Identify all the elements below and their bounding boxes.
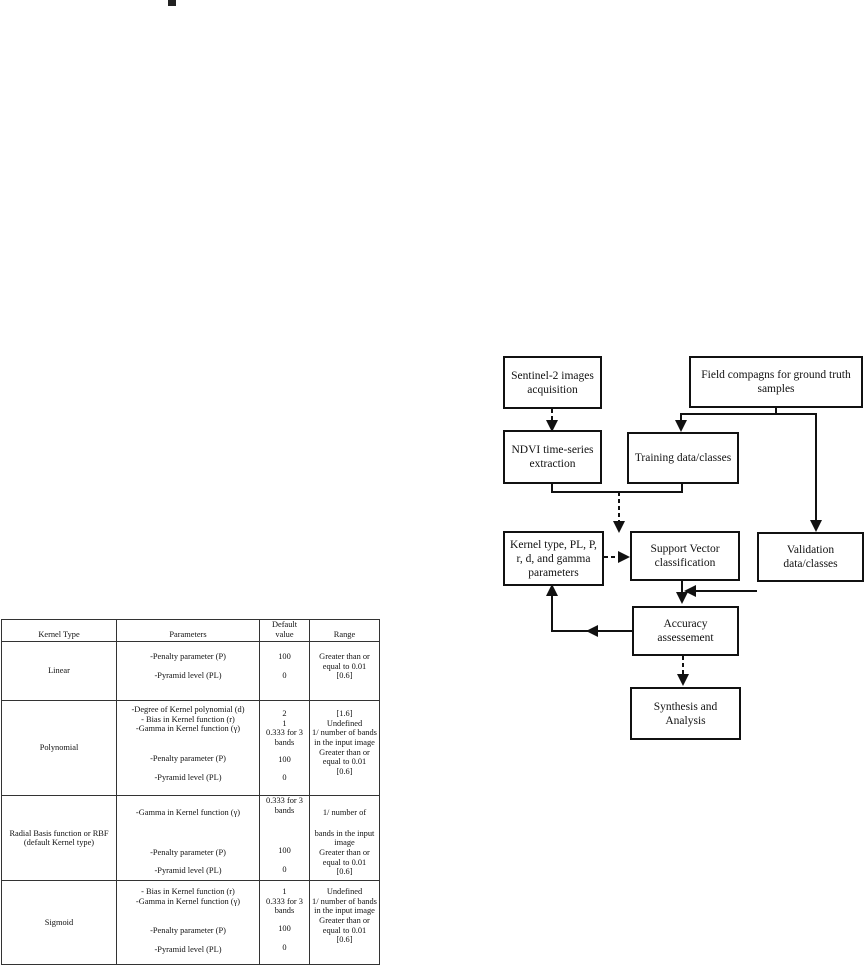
range-cell: Greater than or equal to 0.01 xyxy=(319,847,370,867)
param-cell: -Pyramid level (PL) xyxy=(154,670,222,680)
param-cell: -Penalty parameter (P) xyxy=(150,926,226,936)
range-cell: [0.6] xyxy=(336,935,353,945)
box-kernel-parameters: Kernel type, PL, P, r, d, and gamma para… xyxy=(503,531,604,586)
table-row: Sigmoid - Bias in Kernel function (r) -G… xyxy=(1,880,380,965)
box-validation-data: Validation data/classes xyxy=(757,532,864,582)
box-synthesis-analysis: Synthesis and Analysis xyxy=(630,687,741,740)
default-cell: 2 1 0.333 for 3 bands xyxy=(266,709,303,747)
param-cell: -Penalty parameter (P) xyxy=(150,847,226,857)
range-cell: Greater than or equal to 0.01 xyxy=(319,915,370,935)
param-cell: -Pyramid level (PL) xyxy=(154,944,222,954)
header-range: Range xyxy=(309,618,380,643)
default-cell: 100 xyxy=(278,754,291,764)
merge-line xyxy=(551,484,683,493)
range-cell: [0.6] xyxy=(336,671,353,681)
default-cell: 1 0.333 for 3 bands xyxy=(266,887,303,916)
box-accuracy-assessment: Accuracy assessement xyxy=(632,606,739,656)
range-cell: Undefined 1/ number of bands in the inpu… xyxy=(312,887,377,916)
arrow-field-training xyxy=(675,407,777,432)
box-training-data: Training data/classes xyxy=(627,432,739,484)
default-cell: 0 xyxy=(282,864,287,874)
page-corner-mark xyxy=(168,0,176,6)
default-cell: 0 xyxy=(282,670,287,680)
box-field-campaigns: Field compagns for ground truth samples xyxy=(689,356,863,408)
kernel-parameters-table: Kernel Type Parameters Default value Ran… xyxy=(1,618,380,965)
box-ndvi-extraction: NDVI time-series extraction xyxy=(503,430,602,484)
table-row: Linear -Penalty parameter (P) -Pyramid l… xyxy=(1,641,380,702)
range-cell: [0.6] xyxy=(336,867,353,877)
kernel-rbf: Radial Basis function or RBF (default Ke… xyxy=(1,795,117,882)
arrow-accuracy-kernel xyxy=(546,584,632,632)
header-kernel-type: Kernel Type xyxy=(1,618,117,643)
header-parameters: Parameters xyxy=(116,618,260,643)
range-cell: Greater than or equal to 0.01 xyxy=(319,747,370,767)
range-cell: 1/ number of xyxy=(322,808,367,818)
range-cell: [0.6] xyxy=(336,766,353,776)
header-default-value: Default value xyxy=(259,618,310,643)
param-cell: -Gamma in Kernel function (γ) xyxy=(135,808,241,818)
param-cell: -Penalty parameter (P) xyxy=(150,652,226,662)
range-cell: Greater than or equal to 0.01 xyxy=(319,652,370,671)
box-sentinel-acquisition: Sentinel-2 images acquisition xyxy=(503,356,602,409)
param-cell: -Penalty parameter (P) xyxy=(150,753,226,763)
kernel-linear: Linear xyxy=(1,641,117,702)
param-cell: -Degree of Kernel polynomial (d) - Bias … xyxy=(131,705,245,734)
default-cell: 0.333 for 3 bands xyxy=(266,796,303,815)
default-cell: 0 xyxy=(282,942,287,952)
default-cell: 100 xyxy=(278,652,291,662)
param-cell: - Bias in Kernel function (r) -Gamma in … xyxy=(135,887,241,906)
default-cell: 100 xyxy=(278,846,291,856)
table-header-row: Kernel Type Parameters Default value Ran… xyxy=(1,618,380,643)
box-svm-classification: Support Vector classification xyxy=(630,531,740,581)
range-cell: [1.6] Undefined 1/ number of bands in th… xyxy=(312,709,377,747)
table-row: Polynomial -Degree of Kernel polynomial … xyxy=(1,700,380,797)
default-cell: 100 xyxy=(278,923,291,933)
param-cell: -Pyramid level (PL) xyxy=(154,772,222,782)
kernel-polynomial: Polynomial xyxy=(1,700,117,797)
range-cell: bands in the input image xyxy=(314,828,375,848)
table-row: Radial Basis function or RBF (default Ke… xyxy=(1,795,380,882)
kernel-sigmoid: Sigmoid xyxy=(1,880,117,965)
param-cell: -Pyramid level (PL) xyxy=(154,866,222,876)
arrow-field-validation xyxy=(776,413,822,532)
default-cell: 0 xyxy=(282,773,287,783)
